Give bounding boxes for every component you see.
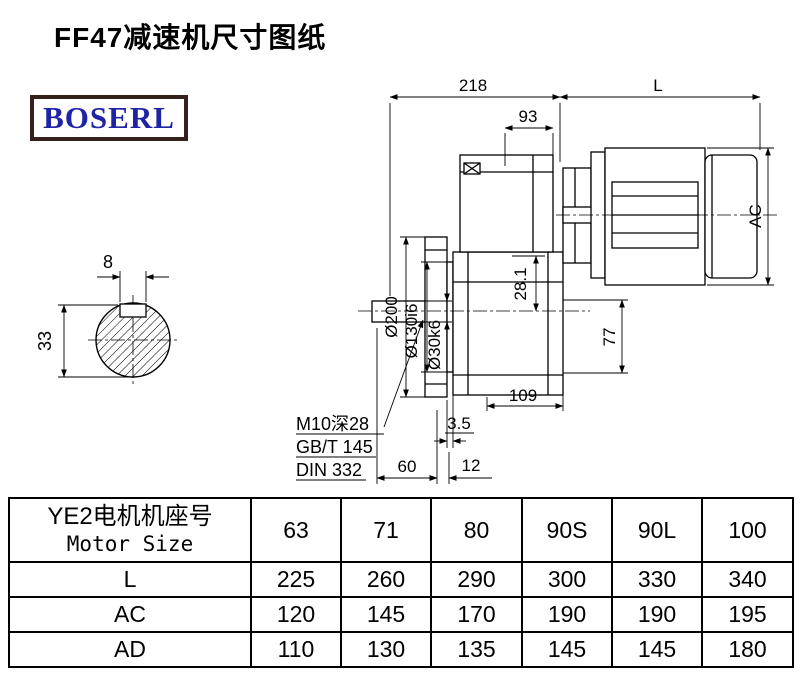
mounting-flange bbox=[424, 236, 448, 398]
cell: 145 bbox=[340, 596, 432, 633]
gear-housing bbox=[452, 251, 564, 396]
dim-label-109: 109 bbox=[509, 386, 537, 405]
shaft-section-view: 8 33 bbox=[35, 252, 178, 386]
brand-logo-text: BOSERL bbox=[43, 100, 175, 135]
dim-label-key-height: 33 bbox=[35, 331, 55, 351]
row-label: AD bbox=[8, 631, 252, 668]
cell: 110 bbox=[250, 631, 342, 668]
cell: 180 bbox=[701, 631, 794, 668]
table-header-row: YE2电机机座号 Motor Size 63 71 80 90S 90L 100 bbox=[8, 497, 794, 563]
dim-label-60: 60 bbox=[398, 457, 417, 476]
dim-label-77: 77 bbox=[600, 328, 619, 347]
brand-logo: BOSERL bbox=[30, 95, 188, 141]
cell: 260 bbox=[340, 561, 432, 598]
header-motor-size-cell: YE2电机机座号 Motor Size bbox=[8, 497, 252, 563]
header-label-en: Motor Size bbox=[66, 532, 194, 557]
dim-label-93: 93 bbox=[519, 107, 538, 126]
dim-label-28-1: 28.1 bbox=[511, 267, 530, 300]
cell: 300 bbox=[521, 561, 613, 598]
fan-cover bbox=[704, 154, 758, 279]
thread-note-line-3: DIN 332 bbox=[296, 460, 362, 480]
dim-label-spigot-dia: Ø130i6 bbox=[402, 304, 421, 359]
header-label-cn: YE2电机机座号 bbox=[47, 503, 213, 531]
cell: 195 bbox=[701, 596, 794, 633]
motor-size-63: 63 bbox=[250, 497, 342, 563]
dimension-annotations: 218 L 93 AC 28.1 Ø200 bbox=[296, 76, 774, 484]
dim-label-key-width: 8 bbox=[103, 252, 113, 272]
motor-size-100: 100 bbox=[701, 497, 794, 563]
dim-label-L: L bbox=[653, 76, 662, 95]
cell: 145 bbox=[611, 631, 703, 668]
table-row-AC: AC 120 145 170 190 190 195 bbox=[8, 596, 794, 633]
dim-label-3-5: 3.5 bbox=[447, 414, 471, 433]
cell: 170 bbox=[430, 596, 523, 633]
motor-size-90S: 90S bbox=[521, 497, 613, 563]
motor-size-80: 80 bbox=[430, 497, 523, 563]
motor-size-71: 71 bbox=[340, 497, 432, 563]
cell: 290 bbox=[430, 561, 523, 598]
table-row-AD: AD 110 130 135 145 145 180 bbox=[8, 631, 794, 668]
motor-size-90L: 90L bbox=[611, 497, 703, 563]
page-title: FF47减速机尺寸图纸 bbox=[54, 22, 327, 53]
row-label: AC bbox=[8, 596, 252, 633]
keyway bbox=[119, 303, 147, 318]
main-assembly-view bbox=[358, 147, 778, 398]
cell: 130 bbox=[340, 631, 432, 668]
flange-spigot bbox=[446, 261, 454, 373]
table-row-L: L 225 260 290 300 330 340 bbox=[8, 561, 794, 598]
cell: 120 bbox=[250, 596, 342, 633]
cell: 330 bbox=[611, 561, 703, 598]
dim-label-shaft-dia: Ø30k6 bbox=[425, 320, 444, 370]
dim-label-flange-dia: Ø200 bbox=[382, 296, 401, 338]
cell: 340 bbox=[701, 561, 794, 598]
thread-note-line-2: GB/T 145 bbox=[296, 437, 373, 457]
cell: 190 bbox=[611, 596, 703, 633]
dim-label-AC: AC bbox=[746, 204, 765, 228]
motor-size-table: YE2电机机座号 Motor Size 63 71 80 90S 90L 100… bbox=[8, 497, 794, 668]
dim-label-12: 12 bbox=[462, 456, 481, 475]
thread-note-line-1: M10深28 bbox=[296, 414, 369, 434]
cell: 190 bbox=[521, 596, 613, 633]
dim-label-218: 218 bbox=[459, 76, 487, 95]
cell: 145 bbox=[521, 631, 613, 668]
row-label: L bbox=[8, 561, 252, 598]
cell: 225 bbox=[250, 561, 342, 598]
shaft-section-circle bbox=[95, 302, 171, 378]
cell: 135 bbox=[430, 631, 523, 668]
